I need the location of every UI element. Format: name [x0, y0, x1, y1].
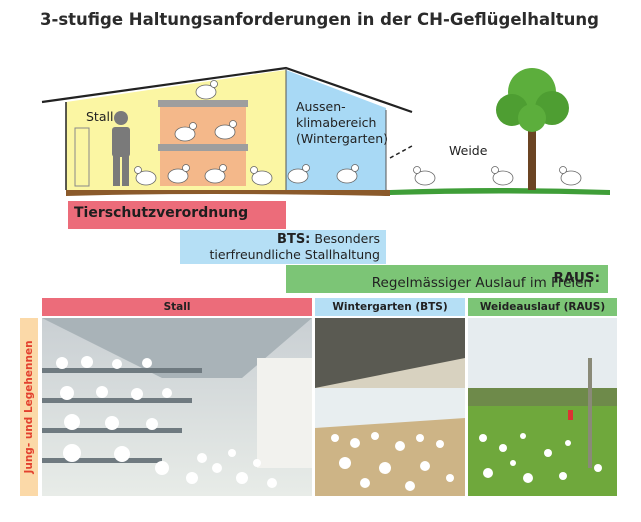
side-label: Jung- und Legehennen	[20, 318, 38, 496]
photo-header-stall: Stall	[42, 298, 312, 316]
grass-strip	[390, 188, 610, 195]
bar-bts-text1: Besonders	[314, 231, 380, 246]
photo-wintergarten	[315, 318, 465, 496]
side-label-text: Jung- und Legehennen	[23, 340, 35, 474]
bar-bts: BTS: Besonders tierfreundliche Stallhalt…	[180, 230, 386, 264]
wintergarten-area	[286, 70, 386, 190]
photo-header-weide: Weideauslauf (RAUS)	[468, 298, 617, 316]
flap-dash	[389, 145, 413, 159]
photo-stall	[42, 318, 312, 496]
zone-label-aussen-2: klimabereich	[296, 115, 377, 130]
page-title: 3-stufige Haltungsanforderungen in der C…	[40, 10, 599, 29]
zone-label-aussen-1: Aussen-	[296, 99, 346, 114]
bar-raus: RAUS: Regelmässiger Auslauf im Freien	[286, 265, 608, 293]
barn-illustration	[41, 66, 610, 196]
bar-bts-abbr: BTS:	[277, 232, 311, 247]
bar-raus-abbr: RAUS:	[553, 270, 600, 286]
hen-icons	[134, 80, 582, 186]
bar-tierschutzverordnung: Tierschutzverordnung	[68, 201, 286, 229]
tree-icon	[496, 68, 569, 190]
person-silhouette	[112, 111, 130, 186]
bar-tierschutz-label: Tierschutzverordnung	[74, 205, 249, 221]
photo-weide	[468, 318, 617, 496]
bar-raus-text: Regelmässiger Auslauf im Freien	[371, 275, 592, 291]
zone-label-stall: Stall	[86, 109, 114, 124]
aviary-shelf-top	[158, 100, 248, 107]
aviary-shelf-mid	[158, 144, 248, 151]
zone-label-aussen-3: (Wintergarten)	[296, 131, 388, 146]
stall-door	[74, 127, 90, 187]
photo-header-wintergarten: Wintergarten (BTS)	[315, 298, 465, 316]
bar-bts-text2: tierfreundliche Stallhaltung	[209, 247, 380, 262]
zone-label-weide: Weide	[449, 143, 488, 158]
